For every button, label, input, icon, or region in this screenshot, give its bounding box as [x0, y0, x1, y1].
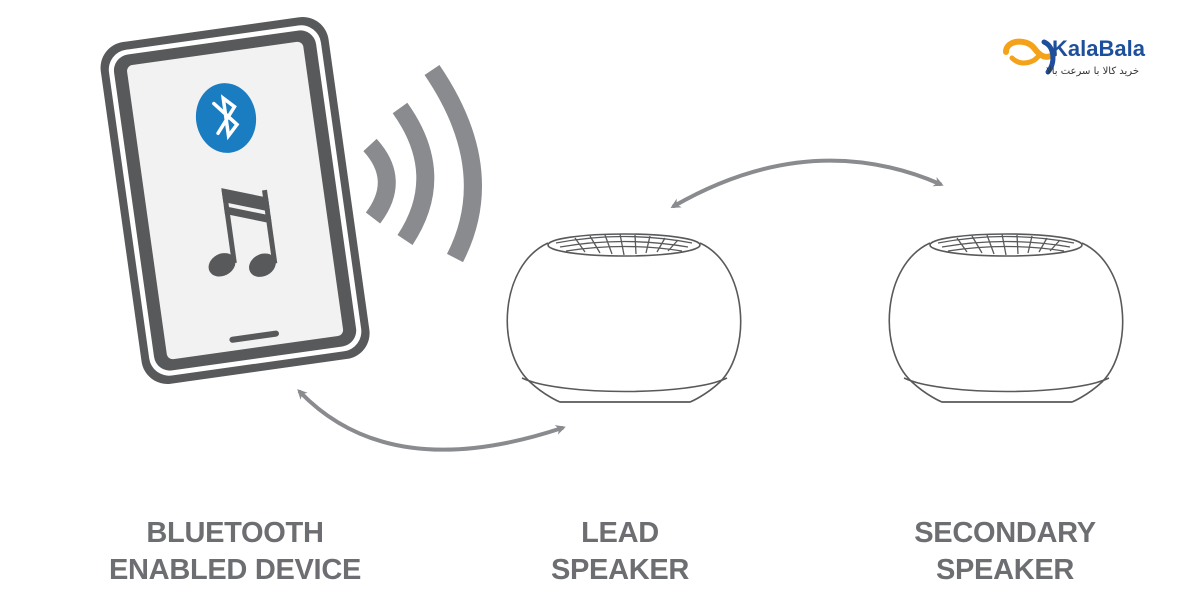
music-note-icon — [208, 188, 278, 277]
wireless-signal-icon — [363, 64, 482, 263]
label-bluetooth-device: BLUETOOTH ENABLED DEVICE — [95, 515, 375, 589]
label-lead-speaker: LEAD SPEAKER — [510, 515, 730, 589]
logo-mark-icon — [1003, 38, 1057, 75]
speaker-grille — [555, 233, 693, 256]
label-secondary-line1: SECONDARY — [914, 517, 1096, 549]
label-secondary-speaker: SECONDARY SPEAKER — [880, 515, 1130, 589]
label-device-line2: ENABLED DEVICE — [109, 554, 361, 586]
lead-speaker-icon — [506, 233, 742, 403]
label-lead-line1: LEAD — [581, 517, 659, 549]
bluetooth-icon — [195, 83, 257, 153]
kalabala-logo: KalaBala خرید کالا با سرعت بالا — [1000, 32, 1175, 87]
secondary-speaker-icon — [888, 233, 1124, 403]
label-secondary-line2: SPEAKER — [935, 554, 1075, 586]
logo-tagline: خرید کالا با سرعت بالا — [1046, 66, 1140, 77]
arrow-device-lead — [297, 389, 566, 452]
arrow-lead-secondary — [670, 158, 944, 208]
speaker-grille — [937, 233, 1075, 256]
home-bar — [229, 330, 279, 343]
label-lead-line2: SPEAKER — [550, 554, 690, 586]
logo-name: KalaBala — [1052, 36, 1145, 61]
label-device-line1: BLUETOOTH — [146, 517, 324, 549]
